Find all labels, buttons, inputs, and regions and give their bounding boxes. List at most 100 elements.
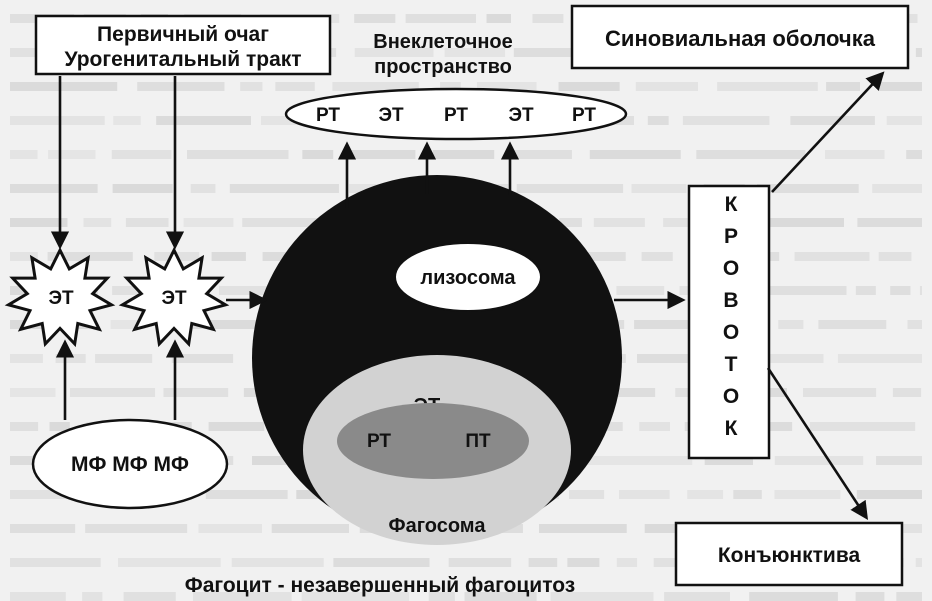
scan-texture-stripe	[211, 252, 246, 261]
synovial-box: Синовиальная оболочка	[570, 4, 910, 70]
scan-texture-stripe	[187, 150, 289, 159]
scan-texture-stripe	[55, 354, 86, 363]
infected-cell-2-label: ЭТ	[161, 288, 187, 309]
extracellular-line1: Внеклеточное	[373, 31, 512, 53]
scan-texture-stripe	[10, 252, 38, 261]
extracellular-line2: пространство	[374, 56, 512, 78]
scan-texture-stripe	[125, 218, 169, 227]
scan-texture-stripe	[10, 354, 43, 363]
scan-texture-stripe	[837, 354, 922, 363]
bloodstream-letter-4: В	[723, 289, 738, 312]
scan-texture-stripe	[826, 82, 860, 91]
bloodstream-letter-5: О	[723, 321, 739, 344]
scan-texture-stripe	[641, 252, 673, 261]
scan-texture-stripe	[639, 422, 670, 431]
scan-texture-stripe	[593, 218, 645, 227]
scan-texture-stripe	[112, 184, 173, 193]
scan-texture-stripe	[513, 48, 571, 57]
scan-texture-stripe	[892, 388, 922, 397]
scan-texture-stripe	[428, 592, 455, 601]
scan-texture-stripe	[794, 252, 870, 261]
scan-texture-stripe	[738, 354, 824, 363]
scan-texture-stripe	[95, 354, 153, 363]
macrophages-label: МФ МФ МФ	[71, 453, 189, 476]
scan-texture-stripe	[240, 82, 263, 91]
scan-texture-stripe	[10, 218, 68, 227]
scan-texture-stripe	[10, 184, 98, 193]
scan-texture-stripe	[354, 48, 434, 57]
scan-texture-stripe	[243, 388, 266, 397]
bloodstream-letter-7: О	[723, 385, 739, 408]
scan-texture-stripe	[856, 490, 922, 499]
scan-texture-stripe	[774, 456, 864, 465]
scan-texture-stripe	[242, 218, 329, 227]
scan-texture-stripe	[803, 388, 877, 397]
extracellular-label: Внеклеточное пространство	[373, 31, 512, 78]
scan-texture-stripe	[575, 252, 626, 261]
arrow-blood-to-conjunctiva	[766, 367, 869, 521]
scan-texture-stripe	[877, 82, 922, 91]
infected-cell-1: ЭТ	[4, 246, 116, 348]
scan-texture-stripe	[919, 286, 922, 295]
scan-texture-stripe	[332, 82, 419, 91]
scan-texture-stripe	[767, 286, 847, 295]
extracellular-body-4: ЭТ	[508, 105, 534, 126]
scan-texture-stripe	[464, 592, 537, 601]
scan-texture-stripe	[915, 558, 922, 567]
scan-texture-stripe	[156, 116, 251, 125]
scan-texture-stripe	[878, 252, 912, 261]
scan-texture-stripe	[82, 592, 103, 601]
scan-texture-stripe	[514, 150, 572, 159]
scan-texture-stripe	[10, 116, 105, 125]
synovial-label: Синовиальная оболочка	[605, 26, 876, 51]
scan-texture-stripe	[448, 558, 512, 567]
scan-texture-stripe	[653, 558, 685, 567]
extracellular-body-3: РТ	[444, 105, 468, 126]
scan-texture-stripe	[876, 456, 922, 465]
scan-texture-stripe	[559, 218, 582, 227]
macrophages-oval: МФ МФ МФ	[31, 418, 229, 510]
scan-texture-stripe	[271, 524, 349, 533]
scan-texture-stripe	[855, 592, 885, 601]
scan-texture-stripe	[301, 592, 410, 601]
scan-texture-stripe	[113, 116, 141, 125]
scan-texture-stripe	[275, 82, 315, 91]
scan-texture-stripe	[110, 320, 146, 329]
scan-texture-stripe	[644, 524, 701, 533]
infected-cell-2-burst	[118, 246, 230, 348]
scan-texture-stripe	[528, 558, 558, 567]
conjunctiva-label: Конъюнктива	[718, 544, 861, 567]
scan-texture-stripe	[69, 388, 156, 397]
infected-cell-1-label: ЭТ	[48, 288, 74, 309]
scan-texture-stripe	[10, 150, 38, 159]
scan-texture-stripe	[354, 14, 396, 23]
scan-texture-stripe	[205, 490, 288, 499]
scan-texture-stripe	[896, 592, 922, 601]
scan-texture-stripe	[440, 82, 461, 91]
scan-texture-stripe	[10, 490, 81, 499]
scan-texture-stripe	[10, 422, 39, 431]
scan-texture-stripe	[539, 524, 627, 533]
scan-texture-stripe	[634, 320, 716, 329]
arrow-blood-to-synovial	[771, 71, 885, 193]
scan-texture-stripe	[183, 218, 234, 227]
scan-texture-stripe	[302, 150, 334, 159]
phagosome-inner-left: РТ	[367, 431, 391, 452]
scan-texture-stripe	[165, 320, 275, 329]
scan-texture-stripe	[567, 558, 600, 567]
scan-texture-stripe	[857, 218, 922, 227]
scan-texture-stripe	[486, 14, 511, 23]
scan-texture-stripe	[231, 558, 324, 567]
bloodstream-letter-1: К	[725, 193, 738, 216]
scan-texture-stripe	[550, 592, 654, 601]
scan-texture-stripe	[516, 184, 624, 193]
scan-texture-stripe	[350, 150, 416, 159]
scan-texture-stripe	[778, 320, 804, 329]
scan-texture-stripe	[85, 524, 188, 533]
arrows	[50, 71, 885, 521]
scan-texture-stripe	[49, 422, 70, 431]
bloodstream-letter-8: К	[725, 417, 738, 440]
scan-texture-stripe	[198, 524, 262, 533]
extracellular-oval: РТ ЭТ РТ ЭТ РТ	[284, 87, 628, 141]
